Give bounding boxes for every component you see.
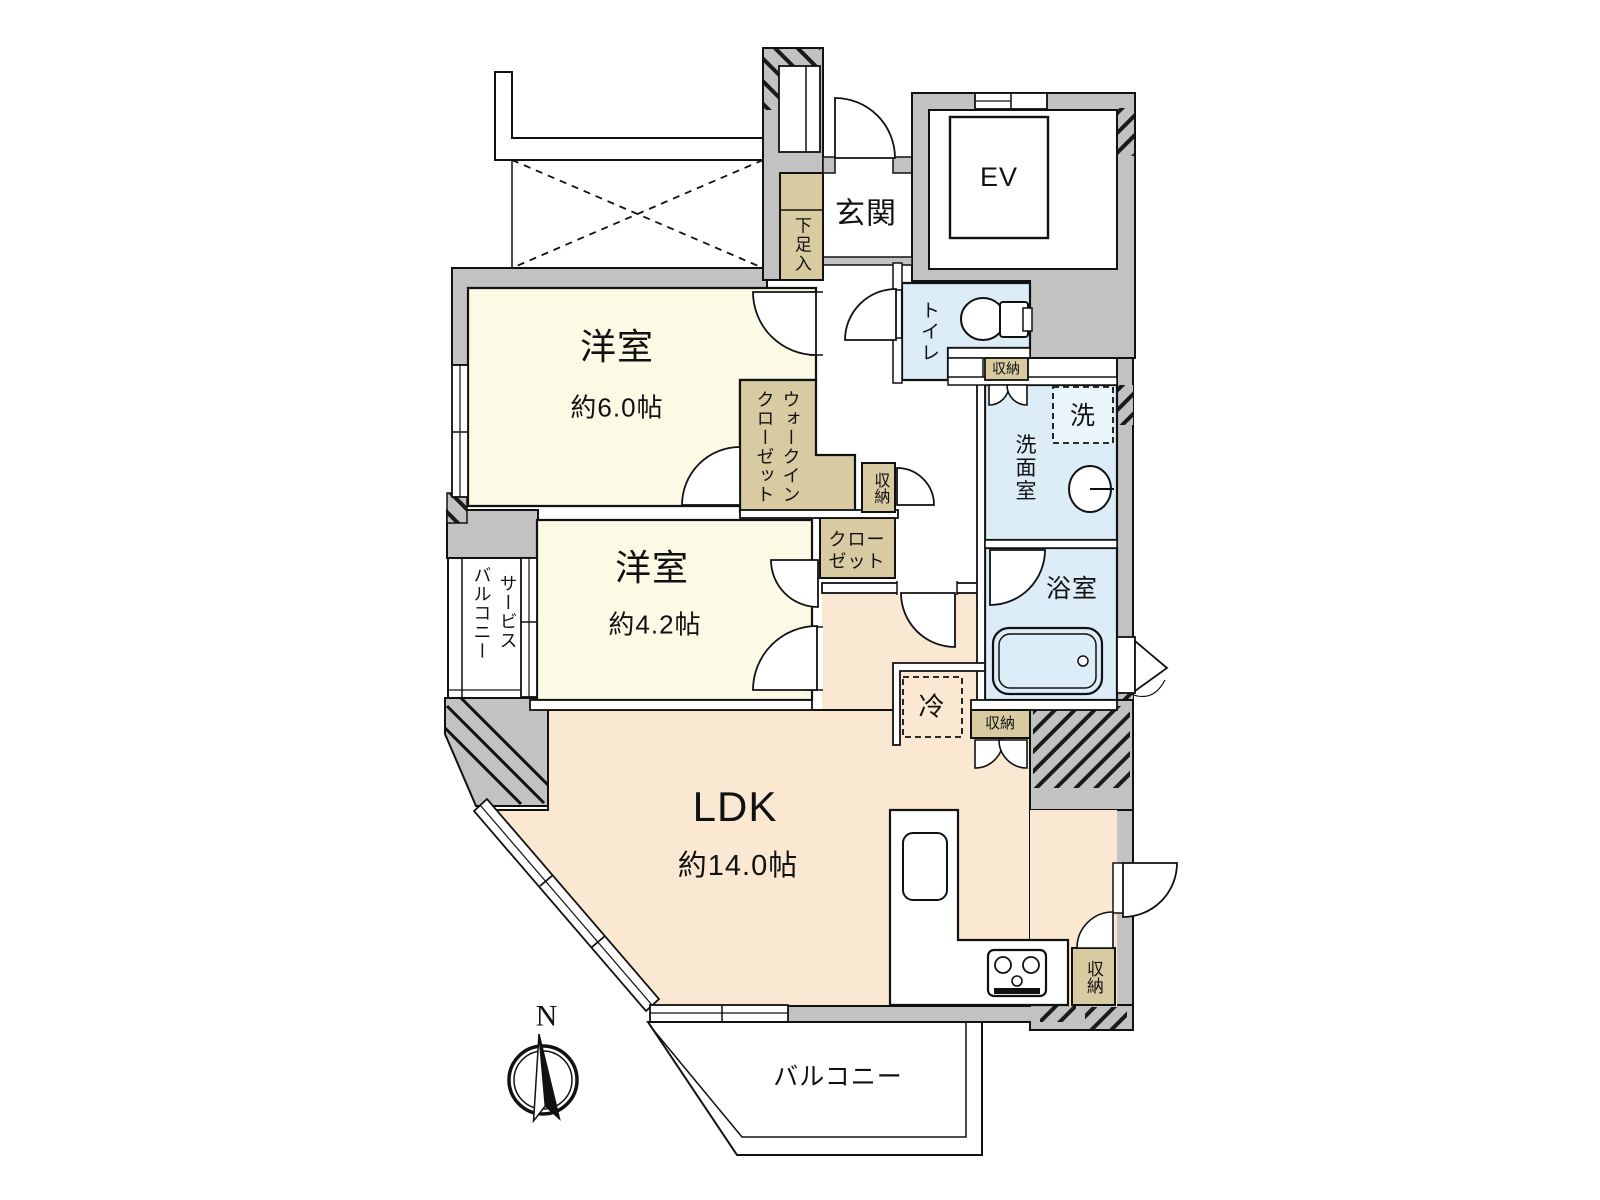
bathroom-label: 浴室 xyxy=(1045,574,1099,603)
walk-in-closet-label-line2: クローゼット xyxy=(754,390,775,504)
washroom-label: 洗面室 xyxy=(1013,433,1037,503)
walk-in-closet-label-line1: ウォークイン xyxy=(780,390,801,504)
entrance-label: 玄関 xyxy=(835,197,897,231)
closet-label-line1: クロー xyxy=(828,529,886,550)
balcony-label: バルコニー xyxy=(773,1062,903,1091)
toilet-label: トイレ xyxy=(917,300,939,364)
closet-label-line2: ゼット xyxy=(828,551,886,572)
service-balcony-label-line2: バルコニー xyxy=(471,565,492,661)
compass-icon xyxy=(507,1033,579,1124)
refrigerator-label: 冷 xyxy=(918,691,946,722)
bedroom2-label: 洋室 xyxy=(614,547,690,589)
ldk-label: LDK xyxy=(692,782,778,830)
service-balcony-label-line1: サービス xyxy=(497,574,518,650)
bedroom1-area: 約6.0帖 xyxy=(570,392,664,423)
washer-label: 洗 xyxy=(1069,401,1097,430)
compass-north-label: N xyxy=(535,999,559,1033)
bedroom1-label: 洋室 xyxy=(579,326,655,368)
storage-washroom-label: 収納 xyxy=(992,360,1020,377)
elevator-label: EV xyxy=(979,161,1019,192)
storage-kitchen-label: 収納 xyxy=(1083,960,1103,994)
storage-hall-label: 収納 xyxy=(871,472,889,504)
bedroom2-area: 約4.2帖 xyxy=(608,609,702,640)
shoe-cabinet-label: 下足入 xyxy=(791,216,811,274)
storage-bath-label: 収納 xyxy=(984,715,1016,733)
ldk-area: 約14.0帖 xyxy=(677,849,799,882)
